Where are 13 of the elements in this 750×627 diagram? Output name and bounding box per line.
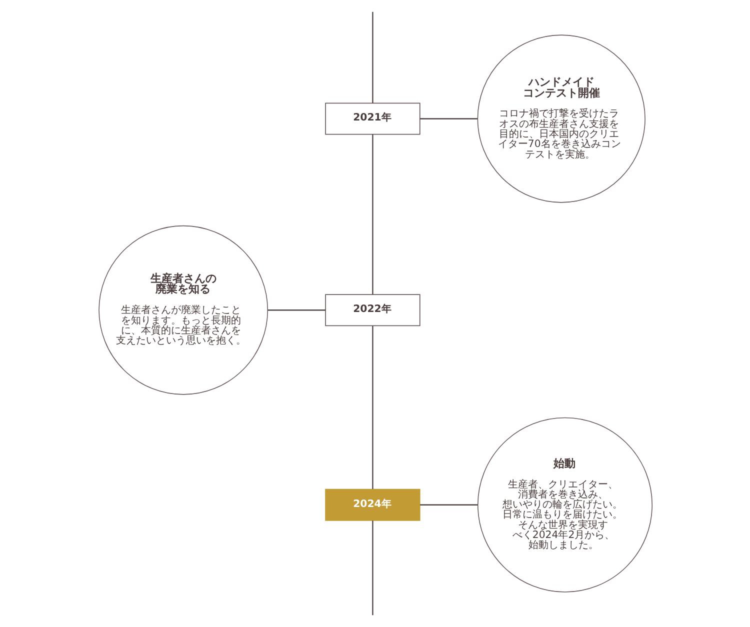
connector xyxy=(372,134,373,294)
connector xyxy=(420,504,478,506)
connector xyxy=(372,12,373,104)
connector xyxy=(420,118,477,120)
connector xyxy=(267,310,325,311)
node-box: 2022年 xyxy=(324,294,420,326)
node-box: 2024年 xyxy=(324,488,420,521)
node-circle: ハンドメイドコンテスト開催 コロナ禍で打撃を受けたラオスの布生産者さん支援を目的に、日本国内のクリエイター70名を巻き込みコンテストを実施。 xyxy=(476,34,645,203)
node-circle: 生産者さんの廃業を知る 生産者さんが廃業したことを知ります。もっと長期的に、本質的に生産者さんを支えたいという思いを抱く。 xyxy=(98,225,268,395)
connector xyxy=(372,520,373,616)
node-circle: 始動 生産者、クリエイター、消費者を巻き込み、想いやりの輪を広げたい。日常に温もりを届けたい。そんな世界を実現すべく2024年2月から、始動しました。 xyxy=(476,417,652,592)
connector xyxy=(372,326,373,490)
node-box: 2021年 xyxy=(324,102,420,135)
